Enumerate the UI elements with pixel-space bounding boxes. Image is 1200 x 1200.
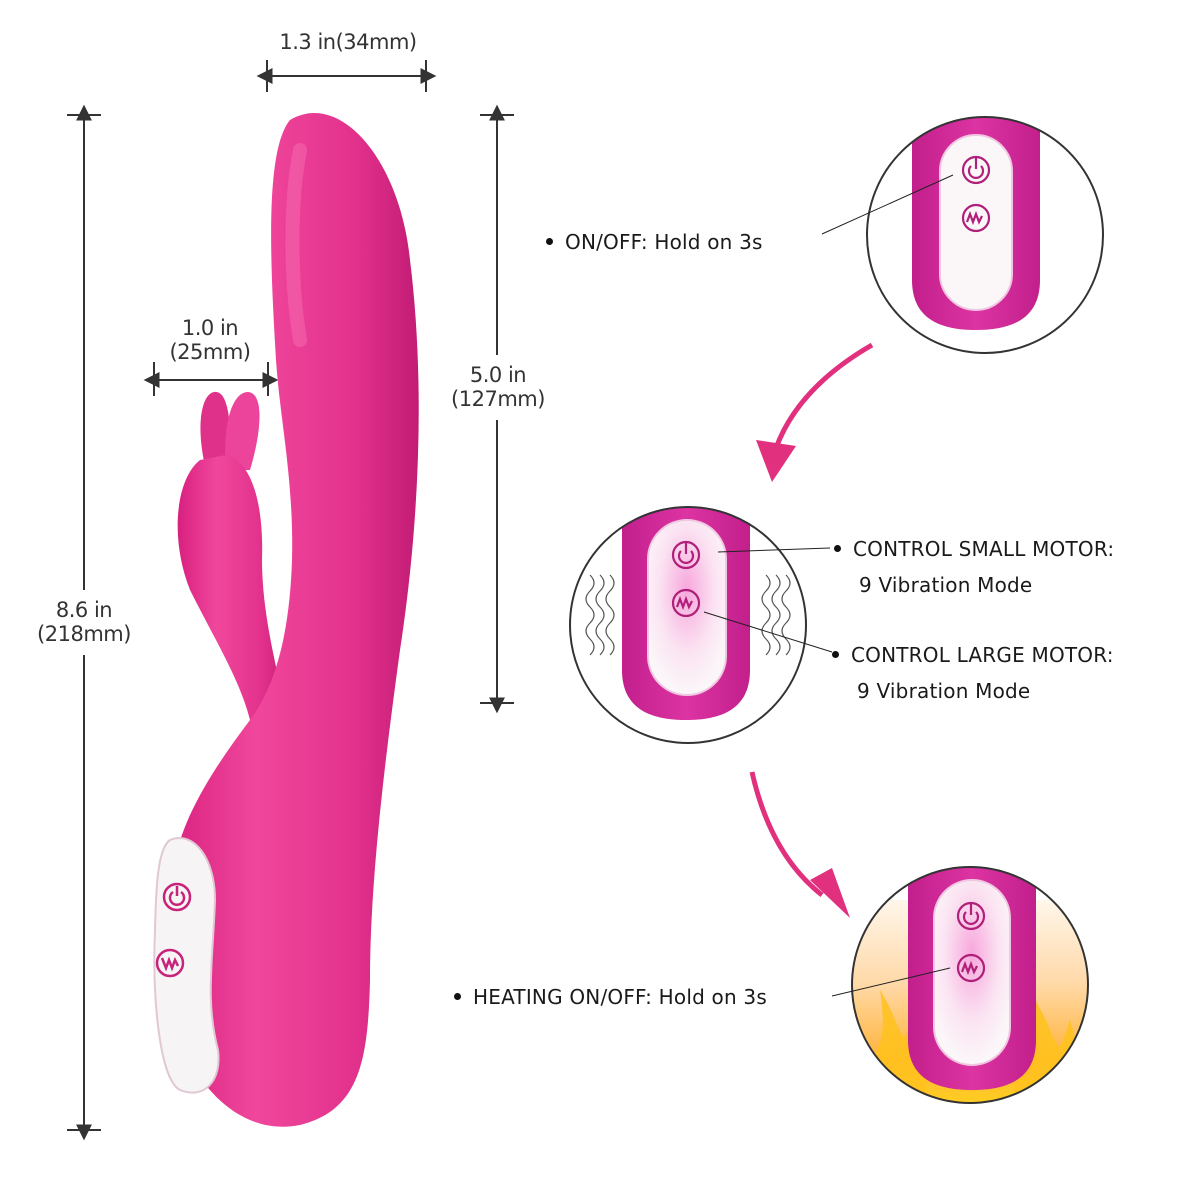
insert-length-label: 5.0 in (127mm) (438, 363, 558, 411)
callout-small-motor-label: CONTROL SMALL MOTOR: (853, 537, 1115, 561)
zoom-circle-motors (569, 506, 833, 744)
callout-power-label: ON/OFF: Hold on 3s (565, 230, 763, 254)
callout-power: ON/OFF: Hold on 3s (546, 224, 763, 260)
power-icon (671, 540, 701, 570)
callout-small-motor: CONTROL SMALL MOTOR: 9 Vibration Mode (834, 531, 1114, 603)
callout-heating: HEATING ON/OFF: Hold on 3s (454, 979, 767, 1015)
callout-large-motor: CONTROL LARGE MOTOR: 9 Vibration Mode (832, 637, 1114, 709)
power-icon (956, 901, 986, 931)
total-length-in: 8.6 in (55, 598, 113, 622)
insert-length-mm: (127mm) (451, 387, 545, 411)
total-length-label: 8.6 in (218mm) (22, 598, 146, 646)
rabbit-width-in: 1.0 in (181, 316, 239, 340)
zoom-circle-heating (831, 866, 1089, 1104)
product-body (153, 112, 419, 1127)
bullet-icon (834, 545, 841, 552)
rabbit-width-label: 1.0 in (25mm) (150, 316, 270, 364)
callout-large-motor-sub: 9 Vibration Mode (857, 679, 1031, 703)
vibration-waves-right (761, 574, 791, 656)
power-icon (961, 155, 991, 185)
insert-length-in: 5.0 in (469, 363, 527, 387)
wave-mode-icon (671, 588, 701, 618)
wave-mode-icon (961, 203, 991, 233)
zoom-circle-power (821, 116, 1104, 354)
callout-heating-label: HEATING ON/OFF: Hold on 3s (473, 985, 767, 1009)
callout-small-motor-sub: 9 Vibration Mode (859, 573, 1033, 597)
product-mode-icon (155, 948, 185, 978)
rabbit-width-mm: (25mm) (169, 340, 251, 364)
bullet-icon (546, 238, 553, 245)
callout-large-motor-label: CONTROL LARGE MOTOR: (851, 643, 1114, 667)
head-width-label: 1.3 in(34mm) (279, 30, 417, 54)
vibration-waves-left (585, 574, 615, 656)
wave-mode-icon (956, 953, 986, 983)
product-power-icon (162, 882, 192, 912)
total-length-mm: (218mm) (37, 622, 131, 646)
dimension-lines (67, 60, 514, 1141)
bullet-icon (454, 993, 461, 1000)
flow-arrows (749, 342, 874, 918)
bullet-icon (832, 651, 839, 658)
